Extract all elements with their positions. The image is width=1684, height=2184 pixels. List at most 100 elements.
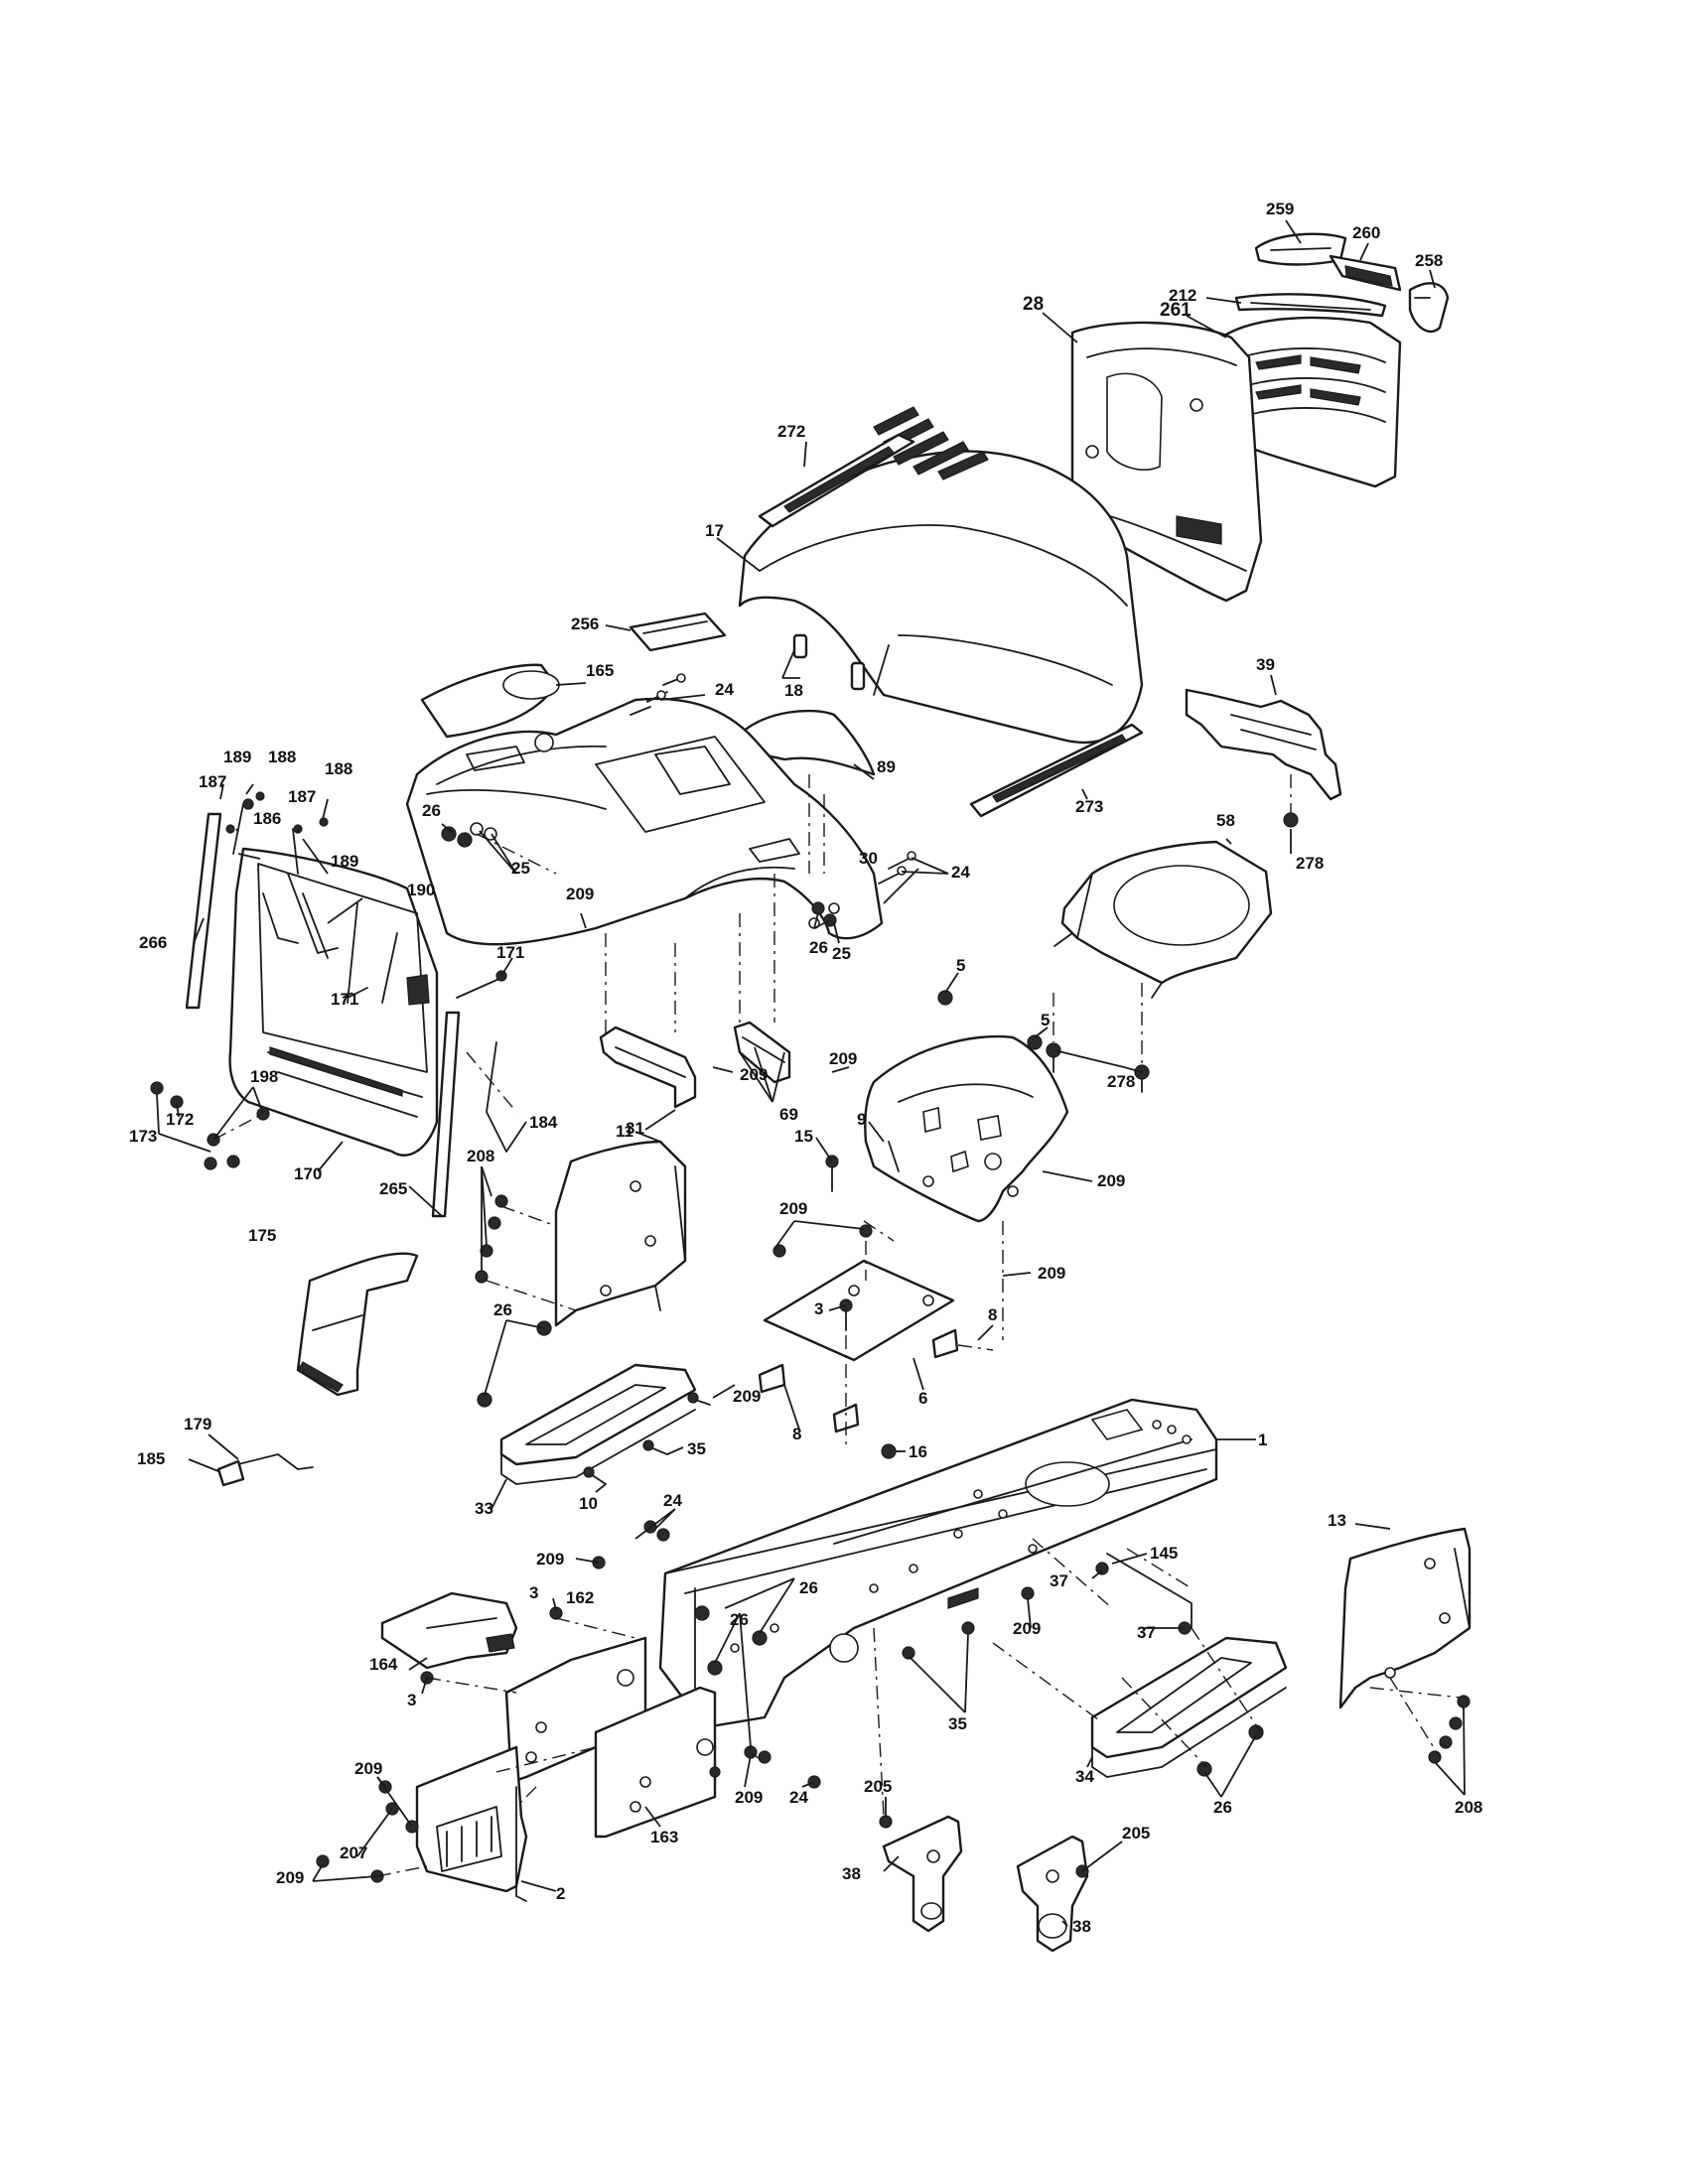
part-18-bumper-pads <box>792 633 866 691</box>
callout-190: 190 <box>407 881 435 899</box>
callout-6: 6 <box>918 1389 927 1408</box>
part-13-side-panel <box>1338 1527 1472 1709</box>
part-272-hood-vent-trim <box>758 433 915 528</box>
callout-17: 17 <box>705 521 724 540</box>
callout-3-162: 3 <box>529 1583 538 1602</box>
callout-24-right: 24 <box>951 863 970 882</box>
callout-273: 273 <box>1075 797 1103 816</box>
callout-30: 30 <box>859 849 878 868</box>
callout-208-left: 208 <box>467 1147 494 1165</box>
part-145-rod <box>1106 1548 1193 1629</box>
callout-186: 186 <box>253 809 281 828</box>
part-31-bracket <box>599 1025 697 1109</box>
callout-209-plate-top: 209 <box>779 1199 807 1218</box>
callout-69: 69 <box>779 1105 798 1124</box>
callout-188-right: 188 <box>325 759 352 778</box>
callout-209-33: 209 <box>733 1387 761 1406</box>
callout-209-2-left: 209 <box>276 1868 304 1887</box>
leader-lines <box>156 219 1466 1927</box>
part-39-bracket <box>1185 688 1342 801</box>
part-89-seat-pad <box>738 709 876 776</box>
part-8-clips <box>758 1328 959 1433</box>
callout-38-right: 38 <box>1072 1917 1091 1936</box>
callout-35-33: 35 <box>687 1439 706 1458</box>
part-273-hood-side-trim <box>969 723 1144 818</box>
assembly-lines <box>376 774 1461 1877</box>
callout-5-upper: 5 <box>956 956 965 975</box>
callout-189-right: 189 <box>331 852 358 871</box>
callout-209-2-top: 209 <box>354 1759 382 1778</box>
callout-209-frame-left: 209 <box>536 1550 564 1569</box>
part-9-pan <box>864 1034 1069 1223</box>
part-266-side-trim-left <box>185 812 222 1010</box>
callout-209-163: 209 <box>735 1788 763 1807</box>
part-261-grille <box>1219 316 1402 488</box>
part-3-15-16-bolts <box>772 1155 897 1459</box>
callout-209-pan-right: 209 <box>1097 1171 1125 1190</box>
callout-26-frame-2: 26 <box>730 1610 749 1629</box>
part-256-access-cover <box>629 612 727 652</box>
callout-31: 31 <box>626 1119 644 1138</box>
callout-187-right: 187 <box>288 787 316 806</box>
callout-25-left: 25 <box>511 859 530 878</box>
part-164-bracket <box>380 1591 518 1670</box>
callout-37-upper: 37 <box>1050 1571 1068 1590</box>
part-11-heat-shield <box>554 1140 687 1327</box>
callout-261: 261 <box>1160 300 1192 321</box>
part-10-35-bolts-33 <box>583 1392 711 1485</box>
callout-24-frame: 24 <box>663 1491 682 1510</box>
part-26-nuts-33 <box>477 1320 552 1408</box>
callout-38-left: 38 <box>842 1864 861 1883</box>
part-38-bracket-left <box>882 1815 963 1933</box>
callout-189-top: 189 <box>223 748 251 766</box>
part-175-shield <box>296 1252 419 1397</box>
panel-linkage <box>262 873 430 1006</box>
callout-209-plate-right: 209 <box>1038 1264 1065 1283</box>
callout-26-left: 26 <box>422 801 441 820</box>
callout-209-pan: 209 <box>829 1049 857 1068</box>
part-17-hood <box>738 406 1144 745</box>
callout-278-lower: 278 <box>1107 1072 1135 1091</box>
callout-8-left: 8 <box>792 1425 801 1443</box>
callout-11: 11 <box>616 1122 633 1141</box>
callout-173: 173 <box>129 1127 157 1146</box>
callout-266: 266 <box>139 933 167 952</box>
part-186-189-linkage-pins <box>225 791 329 875</box>
callout-163: 163 <box>650 1828 678 1846</box>
callout-145: 145 <box>1150 1544 1178 1563</box>
callout-272: 272 <box>777 422 805 441</box>
callout-3-164: 3 <box>407 1691 416 1709</box>
part-26-nuts-34 <box>1196 1724 1264 1777</box>
callout-28: 28 <box>1023 294 1044 315</box>
callout-278-upper: 278 <box>1296 854 1324 873</box>
part-6-plate <box>763 1259 955 1362</box>
callout-162: 162 <box>566 1588 594 1607</box>
callout-25-right: 25 <box>832 944 851 963</box>
callout-16: 16 <box>909 1442 927 1461</box>
callout-8-right: 8 <box>988 1305 997 1324</box>
callout-187-left: 187 <box>199 772 226 791</box>
part-34-footrest <box>1090 1636 1288 1778</box>
part-258-headlight-cap <box>1408 282 1450 334</box>
callout-209-31: 209 <box>566 885 594 903</box>
callout-175: 175 <box>248 1226 276 1245</box>
part-25-26-washers-left <box>441 822 497 848</box>
hood-vents <box>873 406 989 480</box>
part-30-fender <box>405 697 884 946</box>
part-163-frame-panel <box>594 1686 717 1839</box>
callout-205-left: 205 <box>864 1777 892 1796</box>
callout-171-right: 171 <box>496 943 524 962</box>
callout-258: 258 <box>1415 251 1443 270</box>
part-1-frame <box>658 1398 1218 1729</box>
callout-58: 58 <box>1216 811 1235 830</box>
callout-34: 34 <box>1075 1767 1094 1786</box>
callout-35-frame: 35 <box>948 1714 967 1733</box>
callout-15: 15 <box>794 1127 813 1146</box>
callout-2: 2 <box>556 1884 565 1903</box>
callout-188-top: 188 <box>268 748 296 766</box>
callout-165: 165 <box>586 661 614 680</box>
callout-209-31b: 209 <box>740 1065 768 1084</box>
callout-205-right: 205 <box>1122 1824 1150 1843</box>
part-58-dash-panel <box>1053 840 1273 999</box>
